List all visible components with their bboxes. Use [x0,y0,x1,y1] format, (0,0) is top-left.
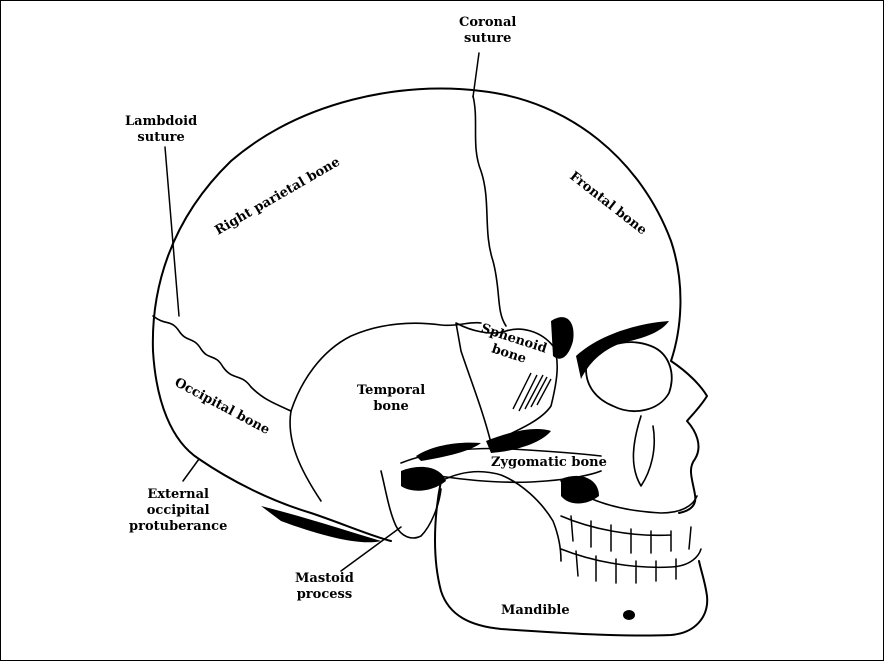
occipital-lower-edge [199,459,391,541]
label-mastoid-line1: Mastoid [295,571,354,587]
protuberance-leader [183,459,199,481]
label-zygomatic-bone: Zygomatic bone [491,455,607,471]
temporal-lower [290,411,321,501]
mandible-ramus [441,472,561,561]
label-coronal-line2: suture [459,31,516,47]
label-coronal-suture: Coronal suture [459,15,516,47]
shade-sphenoid [551,317,574,359]
label-temporal-bone: Temporal bone [357,383,425,415]
shade-occiput-base [261,506,381,542]
lambdoid-leader [165,147,179,316]
label-external-occipital-protuberance: External occipital protuberance [129,487,227,535]
shade-orbit-rim [576,321,669,379]
label-eop-line1: External [129,487,227,503]
label-mastoid-process: Mastoid process [295,571,354,603]
label-temporal-line1: Temporal [357,383,425,399]
label-temporal-line2: bone [357,399,425,415]
mandible-outline [435,481,707,636]
label-mastoid-line2: process [295,587,354,603]
label-eop-line3: protuberance [129,519,227,535]
label-eop-line2: occipital [129,503,227,519]
label-lambdoid-suture: Lambdoid suture [125,114,197,146]
shade-zygomatic [416,443,481,461]
lower-teeth [561,549,701,583]
label-lambdoid-line2: suture [125,130,197,146]
mental-foramen [624,611,634,619]
sphenoid-hatching [513,373,551,411]
lambdoid-suture-line [153,316,291,411]
label-lambdoid-line1: Lambdoid [125,114,197,130]
shade-mandible-notch-2 [561,476,599,504]
nasal-cavity [633,416,654,486]
label-mandible: Mandible [501,603,570,619]
upper-teeth [561,516,691,553]
label-coronal-line1: Coronal [459,15,516,31]
coronal-suture-line [473,96,506,326]
